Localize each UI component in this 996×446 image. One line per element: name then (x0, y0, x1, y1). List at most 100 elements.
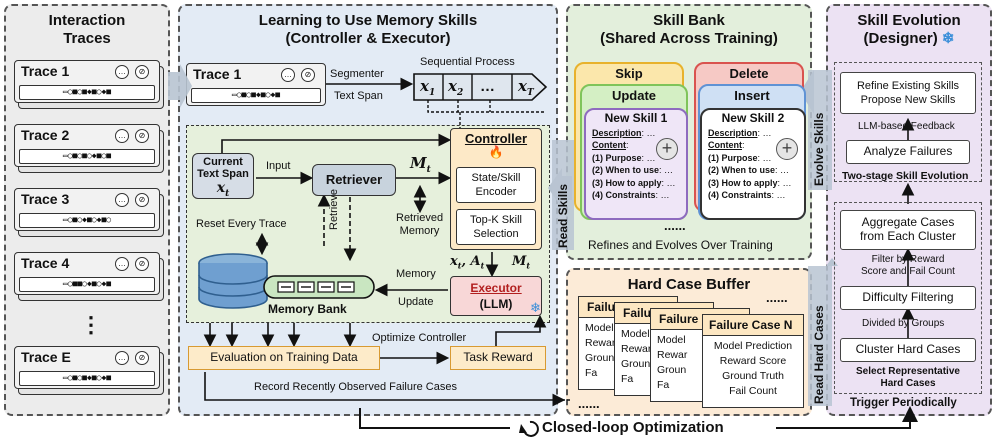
cluster-box: Cluster Hard Cases (840, 338, 976, 362)
traces-title: Interaction Traces (48, 12, 126, 47)
trace-title: Trace E (21, 349, 71, 365)
current-text-span: Current Text Span xt (192, 153, 254, 199)
memory-bank-label: Memory Bank (268, 302, 347, 316)
trigger-label: Trigger Periodically (850, 397, 957, 409)
failure-case-n-card: Failure Case N Model Prediction Reward S… (702, 314, 804, 408)
plus-icon: + (776, 138, 798, 160)
task-reward-box: Task Reward (450, 346, 546, 370)
optimize-controller-arrow (495, 314, 547, 346)
select-label: Select Representative Hard Cases (856, 366, 960, 389)
compass-icon: ⊘ (135, 129, 149, 143)
cycle-icon (519, 420, 539, 437)
chat-icon: … (115, 257, 129, 271)
trace-strip: ▭○■○■○◆■○■ (19, 149, 155, 164)
trace-card[interactable]: Trace 3…⊘▭○■○◆■○◆■○ (14, 188, 160, 231)
hard-case-more-top: ...... (766, 290, 788, 305)
read-skills-label: Read Skills (556, 183, 570, 248)
compass-icon: ⊘ (135, 193, 149, 207)
failure-case-line: Model (621, 328, 650, 340)
record-label: Record Recently Observed Failure Cases (254, 381, 457, 393)
designer-lower-area (834, 202, 982, 394)
database-icon (198, 253, 268, 309)
snowflake-icon: ❄ (941, 30, 955, 47)
seq-token-2: x2 (448, 77, 464, 98)
update-label: Update (398, 296, 434, 308)
designer-upper-area (834, 62, 982, 182)
trace-card[interactable]: Trace E…⊘▭○■○■◆■○◆■ (14, 346, 160, 389)
seq-token-dots: … (480, 78, 495, 95)
sequential-label: Sequential Process (420, 56, 515, 68)
evaluation-box: Evaluation on Training Data (188, 346, 380, 370)
failure-case-line: Model (657, 334, 686, 346)
chat-icon: … (115, 65, 129, 79)
trace-strip: ▭○■■○◆■○◆■ (19, 277, 155, 292)
trace-strip: ▭○■○◆■○◆■○ (19, 213, 155, 228)
snowflake-icon: ❄ (530, 300, 541, 315)
retrieved-memory-label: Retrieved Memory (396, 212, 444, 237)
sequence-box (413, 73, 548, 101)
evolution-title: Skill Evolution (Designer) ❄ (857, 12, 961, 47)
input-label: Input (266, 160, 291, 172)
failure-case-line: Fa (621, 373, 634, 385)
sequence-dashed-connectors (427, 100, 545, 113)
mt2-label: Mt (512, 254, 531, 271)
hard-case-title: Hard Case Buffer (627, 276, 751, 293)
learning-trace-title: Trace 1 (193, 66, 242, 82)
failure-case-line: Model (585, 322, 614, 334)
failure-case-line: Fa (657, 379, 670, 391)
trace-strip: ▭○■○■◆■○◆■ (19, 371, 155, 386)
memory-bank-slots (263, 275, 375, 299)
two-stage-label: Two-stage Skill Evolution (842, 170, 969, 182)
chat-icon: … (281, 68, 295, 82)
trace-card[interactable]: Trace 4…⊘▭○■■○◆■○◆■ (14, 252, 160, 295)
read-hard-cases-label: Read Hard Cases (812, 305, 826, 404)
evolve-skills-label: Evolve Skills (812, 112, 826, 186)
fire-icon: 🔥 (488, 145, 504, 159)
compass-icon: ⊘ (135, 257, 149, 271)
seq-token-t: xT (518, 77, 534, 98)
skill-bank-more: ...... (664, 218, 686, 233)
analyze-box: Analyze Failures (846, 140, 970, 164)
segmenter-label: Segmenter (330, 68, 384, 80)
retrieve-label: Retrieve (328, 189, 340, 230)
trace-feed-arrow (168, 64, 192, 108)
chat-icon: … (115, 193, 129, 207)
refine-box: Refine Existing Skills Propose New Skill… (840, 72, 976, 114)
text-span-label: Text Span (334, 90, 383, 102)
failure-case-line: Rewar (657, 349, 688, 361)
span-to-controller-arrow (221, 133, 452, 158)
filter-label: Filter by Reward Score and Fail Count (861, 254, 955, 277)
skill-bank-title: Skill Bank (Shared Across Training) (600, 12, 778, 47)
learning-trace-card: Trace 1 … ⊘ ▭○■○■◆■○◆■ (186, 63, 326, 106)
mt-label: Mt (410, 154, 431, 175)
controller-title: Controller (464, 131, 528, 146)
record-failure-arrow (204, 372, 566, 407)
failure-case-line: Rewar (585, 337, 616, 349)
seq-token-1: x1 (420, 77, 436, 98)
failure-case-line: Fa (585, 367, 598, 379)
closed-loop-line (359, 408, 911, 429)
state-skill-encoder: State/Skill Encoder (456, 167, 536, 203)
xt-at-label: xt, At (450, 254, 485, 271)
new-skill-1-card: New Skill 1 Description: … Content: (1) … (584, 108, 688, 220)
learning-title: Learning to Use Memory Skills (Controlle… (258, 12, 478, 47)
controller-box: Controller 🔥 State/Skill Encoder Top-K S… (450, 128, 542, 250)
compass-icon: ⊘ (135, 65, 149, 79)
failure-case-line: Groun (621, 358, 651, 370)
topk-skill-selection: Top-K Skill Selection (456, 209, 536, 245)
divided-label: Divided by Groups (862, 318, 945, 329)
skill-bank-footer: Refines and Evolves Over Training (588, 238, 773, 252)
trace-card[interactable]: Trace 1…⊘▭○■○■◆■○◆■ (14, 60, 160, 103)
memory-label: Memory (396, 268, 436, 280)
plus-icon: + (656, 138, 678, 160)
closed-loop-label: Closed-loop Optimization (542, 419, 724, 436)
read-hard-cases-arrow (826, 258, 838, 266)
reset-label: Reset Every Trace (196, 218, 287, 230)
difficulty-box: Difficulty Filtering (840, 286, 976, 310)
traces-ellipsis: ⋮ (80, 312, 102, 337)
compass-icon: ⊘ (301, 68, 315, 82)
failure-case-line: Rewar (621, 343, 652, 355)
trace-card[interactable]: Trace 2…⊘▭○■○■○◆■○■ (14, 124, 160, 167)
